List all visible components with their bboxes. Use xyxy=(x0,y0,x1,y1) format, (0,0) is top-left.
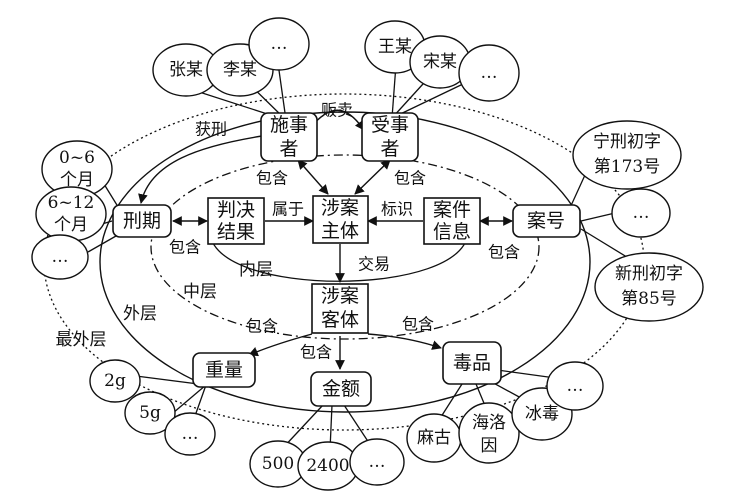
node-receiver: 受事 者 xyxy=(361,112,419,162)
node-sentence: 刑期 xyxy=(112,204,172,238)
circle-case-ning: 宁刑初字 第173号 xyxy=(572,120,682,190)
layer-label-middle: 中层 xyxy=(183,282,217,302)
svg-text:0~6: 0~6 xyxy=(59,148,95,168)
svg-text:…: … xyxy=(52,247,69,267)
circle-weight-5g: 5g xyxy=(124,391,176,435)
edge-label-identify: 标识 xyxy=(381,200,413,219)
middle-layer-ellipse xyxy=(150,154,540,340)
edge-label-contain-right: 包含 xyxy=(488,243,520,262)
circle-song: 宋某 xyxy=(409,35,471,89)
circle-term-more: … xyxy=(31,234,89,280)
circle-amount-more: … xyxy=(349,438,405,486)
circle-term-6-12: 6~12 个月 xyxy=(35,186,107,242)
circle-amount-500: 500 xyxy=(249,440,307,488)
svg-text:施事: 施事 xyxy=(270,114,308,136)
circle-case-more: … xyxy=(611,188,671,238)
svg-text:信息: 信息 xyxy=(433,221,471,243)
svg-text:宋某: 宋某 xyxy=(423,52,457,72)
edge-label-sell: 贩卖 xyxy=(321,101,353,120)
svg-text:者: 者 xyxy=(380,138,399,160)
svg-text:冰毒: 冰毒 xyxy=(525,404,559,424)
edge-label-sentenced: 获刑 xyxy=(195,120,227,139)
edge-label-trade: 交易 xyxy=(358,255,390,274)
svg-text:…: … xyxy=(481,63,498,83)
circle-weight-more: … xyxy=(164,412,216,456)
layer-label-outer: 外层 xyxy=(123,304,157,324)
node-subject: 涉案 主体 xyxy=(312,195,369,244)
node-object: 涉案 客体 xyxy=(311,283,369,334)
edge-label-contain-actor: 包含 xyxy=(256,169,288,188)
arrow-sentenced xyxy=(138,135,263,204)
circle-drug-heroin: 海洛 因 xyxy=(458,402,520,464)
svg-text:…: … xyxy=(271,34,288,54)
svg-text:500: 500 xyxy=(262,454,294,474)
svg-text:涉案: 涉案 xyxy=(321,197,359,219)
svg-text:李某: 李某 xyxy=(223,60,257,80)
circle-amount-2400: 2400 xyxy=(297,441,359,491)
svg-text:…: … xyxy=(182,424,199,444)
circle-drug-more: … xyxy=(546,361,604,411)
circle-drug-magu: 麻古 xyxy=(406,413,462,463)
circle-term-0-6: 0~6 个月 xyxy=(41,140,113,198)
node-drug: 毒品 xyxy=(442,341,502,385)
svg-text:案件: 案件 xyxy=(433,199,471,221)
svg-text:案号: 案号 xyxy=(527,210,565,232)
edge-label-contain-amount: 包含 xyxy=(300,343,332,362)
svg-text:结果: 结果 xyxy=(217,221,255,243)
svg-text:麻古: 麻古 xyxy=(417,428,451,448)
svg-text:新刑初字: 新刑初字 xyxy=(615,264,683,284)
svg-text:判决: 判决 xyxy=(217,199,255,221)
svg-text:主体: 主体 xyxy=(321,220,359,242)
circle-receiver-more: … xyxy=(458,44,520,102)
svg-text:第85号: 第85号 xyxy=(621,289,677,309)
edge-label-contain-drug: 包含 xyxy=(402,315,434,334)
svg-text:6~12: 6~12 xyxy=(48,193,95,213)
layer-label-outermost: 最外层 xyxy=(56,330,107,350)
svg-text:第173号: 第173号 xyxy=(594,157,660,177)
outer-layer-ellipse xyxy=(99,111,591,413)
circle-weight-2g: 2g xyxy=(89,359,141,403)
svg-text:5g: 5g xyxy=(139,403,161,423)
node-actor: 施事 者 xyxy=(260,112,318,162)
layer-label-inner: 内层 xyxy=(239,260,273,280)
edge-label-contain-left: 包含 xyxy=(169,238,201,257)
node-weight: 重量 xyxy=(192,352,256,388)
svg-text:刑期: 刑期 xyxy=(123,210,161,232)
node-judgment: 判决 结果 xyxy=(207,197,265,245)
svg-text:宁刑初字: 宁刑初字 xyxy=(593,132,661,152)
svg-text:王某: 王某 xyxy=(378,37,412,57)
arrow-receiver-subject xyxy=(354,159,391,195)
node-case-number: 案号 xyxy=(512,204,581,238)
svg-text:受事: 受事 xyxy=(371,114,409,136)
svg-text:…: … xyxy=(633,203,650,223)
svg-text:金额: 金额 xyxy=(322,378,360,400)
arrow-drug xyxy=(367,333,442,350)
circle-case-xin: 新刑初字 第85号 xyxy=(594,252,704,322)
node-amount: 金额 xyxy=(310,371,372,407)
edge-label-contain-weight: 包含 xyxy=(246,317,278,336)
svg-text:…: … xyxy=(369,452,386,472)
svg-text:者: 者 xyxy=(279,138,298,160)
arrow-actor-subject xyxy=(297,159,329,195)
svg-text:…: … xyxy=(567,376,584,396)
svg-text:张某: 张某 xyxy=(169,60,203,80)
arrow-weight xyxy=(248,333,313,357)
node-case-info: 案件 信息 xyxy=(423,197,481,245)
relation-arrows xyxy=(138,109,513,370)
svg-text:海洛: 海洛 xyxy=(472,413,506,433)
svg-text:客体: 客体 xyxy=(321,309,359,331)
svg-text:个月: 个月 xyxy=(60,170,94,190)
edge-label-belongs: 属于 xyxy=(272,200,304,219)
circle-actor-more: … xyxy=(248,17,310,71)
svg-text:2400: 2400 xyxy=(306,456,349,476)
svg-text:2g: 2g xyxy=(104,371,126,391)
edge-label-contain-receiver: 包含 xyxy=(394,169,426,188)
svg-text:涉案: 涉案 xyxy=(321,285,359,307)
svg-text:毒品: 毒品 xyxy=(453,352,491,374)
svg-text:个月: 个月 xyxy=(54,215,88,235)
svg-text:重量: 重量 xyxy=(205,359,243,381)
svg-text:因: 因 xyxy=(481,436,498,456)
